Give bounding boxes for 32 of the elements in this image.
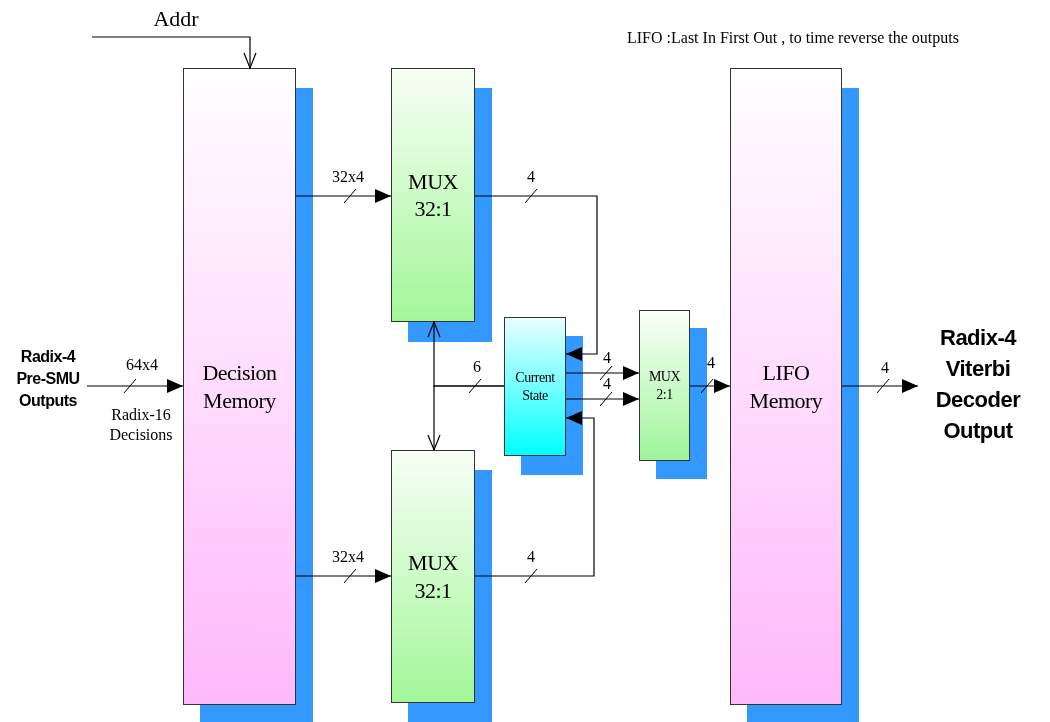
edge-label: 4 [603,376,611,392]
edge-label: 64x4 [126,357,158,373]
block-label: LIFO Memory [748,359,824,414]
block-label: MUX 32:1 [407,167,459,223]
edge-label: 32x4 [332,549,364,565]
arrow [91,36,257,69]
block-label: Decision Memory [201,359,278,414]
arrow [427,385,505,451]
arrow [295,569,392,583]
beside-text: Radix-16 Decisions [108,405,174,445]
arrow [474,411,595,577]
arrow [295,189,392,203]
edge-label: 4 [881,360,889,376]
arrow [689,379,731,393]
block-label: MUX 2:1 [647,368,682,403]
block-label: MUX 32:1 [407,549,459,604]
block-label: Current State [514,369,556,404]
terminal-label: Radix-4 Pre-SMU Outputs [9,346,87,412]
edge-label: 4 [603,350,611,366]
edge-label: 6 [473,359,481,375]
edge-label: 4 [527,549,535,565]
terminal-label: Radix-4 Viterbi Decoder Output [918,322,1038,446]
arrow [565,392,640,406]
edge-label: Addr [153,8,199,30]
edge-label: 4 [527,169,535,185]
edge-label: 4 [707,355,715,371]
edge-label: 32x4 [332,169,364,185]
arrow [841,379,919,393]
arrow [565,366,640,380]
arrow [474,195,598,361]
arrow [86,379,184,393]
note-text: LIFO :Last In First Out , to time reverse the outputs [627,28,959,48]
